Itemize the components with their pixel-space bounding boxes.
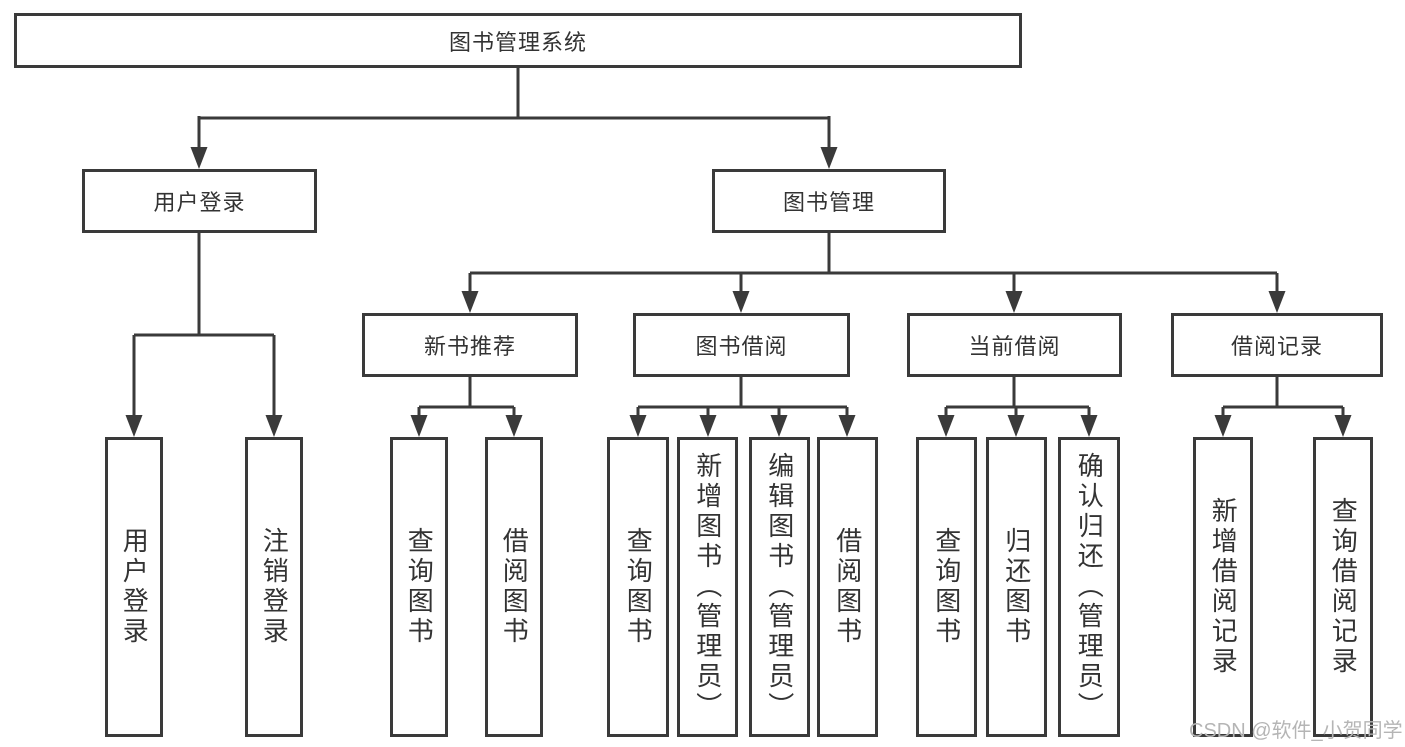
- watermark: CSDN @软件_小贺同学: [1189, 720, 1403, 742]
- leaf-query-book-3-label: 查询图书: [931, 527, 962, 647]
- node-new-book-recommend-label: 新书推荐: [423, 334, 516, 359]
- leaf-borrow-book-2-label: 借阅图书: [832, 527, 863, 647]
- node-current-borrow: 当前借阅: [907, 313, 1122, 377]
- node-root-system: 图书管理系统: [14, 13, 1022, 68]
- leaf-query-book-3: 查询图书: [916, 437, 977, 737]
- leaf-confirm-return-admin: 确认归还（管理员）: [1058, 437, 1120, 737]
- leaf-edit-book-admin: 编辑图书（管理员）: [749, 437, 810, 737]
- leaf-logout-label: 注销登录: [259, 527, 290, 647]
- leaf-query-book-2-label: 查询图书: [623, 527, 654, 647]
- connector-borrowrecords-to-leaves: [1214, 377, 1352, 437]
- node-new-book-recommend: 新书推荐: [362, 313, 578, 377]
- leaf-query-borrow-record: 查询借阅记录: [1313, 437, 1373, 737]
- node-book-management-label: 图书管理: [782, 190, 875, 215]
- leaf-borrow-book-1-label: 借阅图书: [499, 527, 530, 647]
- node-root-system-label: 图书管理系统: [448, 29, 587, 55]
- connector-newbook-to-leaves: [410, 377, 523, 437]
- connector-root-to-level2: [190, 68, 838, 169]
- leaf-edit-book-admin-label: 编辑图书（管理员）: [764, 452, 795, 722]
- connector-userlogin-to-leaves: [125, 233, 283, 437]
- node-book-borrow: 图书借阅: [633, 313, 850, 377]
- connector-bookmgmt-to-level3: [461, 233, 1286, 313]
- leaf-query-book-1-label: 查询图书: [404, 527, 435, 647]
- leaf-query-book-1: 查询图书: [390, 437, 448, 737]
- node-book-management: 图书管理: [712, 169, 946, 233]
- leaf-confirm-return-admin-label: 确认归还（管理员）: [1074, 452, 1105, 722]
- leaf-add-book-admin: 新增图书（管理员）: [677, 437, 738, 737]
- node-user-login-label: 用户登录: [153, 190, 246, 215]
- node-current-borrow-label: 当前借阅: [968, 334, 1061, 359]
- leaf-return-book-label: 归还图书: [1001, 527, 1032, 647]
- node-borrow-records-label: 借阅记录: [1230, 334, 1323, 359]
- leaf-add-borrow-record: 新增借阅记录: [1193, 437, 1253, 737]
- leaf-borrow-book-1: 借阅图书: [485, 437, 543, 737]
- leaf-user-login-label: 用户登录: [119, 527, 150, 647]
- leaf-add-book-admin-label: 新增图书（管理员）: [692, 452, 723, 722]
- leaf-query-book-2: 查询图书: [607, 437, 669, 737]
- leaf-query-borrow-record-label: 查询借阅记录: [1328, 497, 1359, 677]
- node-user-login: 用户登录: [82, 169, 317, 233]
- leaf-user-login: 用户登录: [105, 437, 163, 737]
- leaf-return-book: 归还图书: [986, 437, 1047, 737]
- node-book-borrow-label: 图书借阅: [695, 334, 788, 359]
- leaf-borrow-book-2: 借阅图书: [817, 437, 878, 737]
- leaf-add-borrow-record-label: 新增借阅记录: [1208, 497, 1239, 677]
- connector-bookborrow-to-leaves: [629, 377, 856, 437]
- connector-currentborrow-to-leaves: [937, 377, 1098, 437]
- node-borrow-records: 借阅记录: [1171, 313, 1383, 377]
- leaf-logout: 注销登录: [245, 437, 303, 737]
